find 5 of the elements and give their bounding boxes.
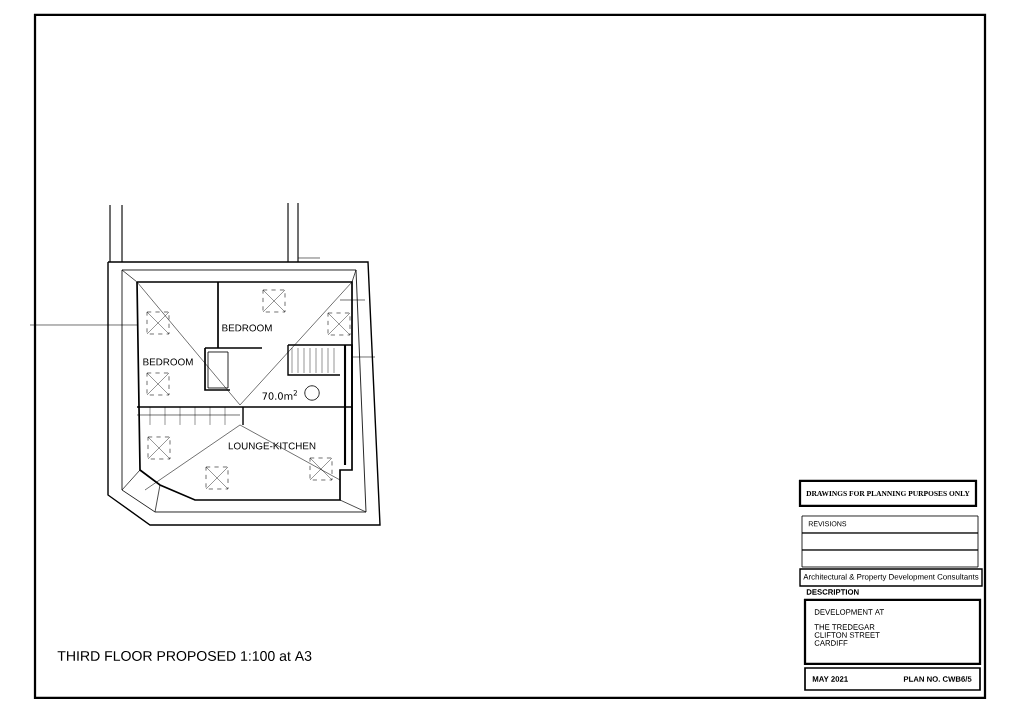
room-label: 70.0m$^{2}$ (262, 390, 297, 400)
room-label: BEDROOM (143, 358, 193, 366)
room-label: BEDROOM (222, 324, 272, 332)
room-label: LOUNGE-KITCHEN (228, 442, 316, 450)
drawing-title: THIRD FLOOR PROPOSED 1:100 at A3 (57, 651, 312, 661)
